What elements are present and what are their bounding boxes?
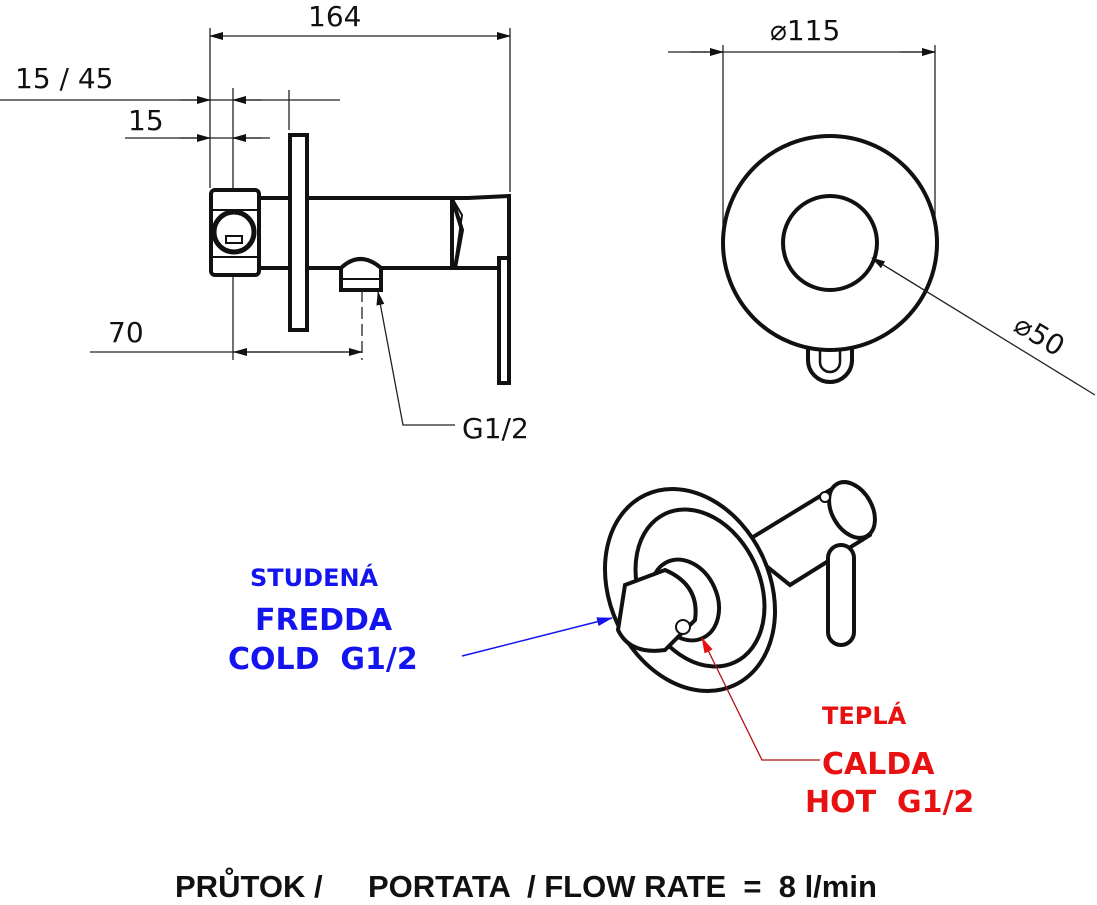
outlet-thread-label: G1/2 [462, 412, 529, 445]
dim-70: 70 [108, 316, 144, 349]
cold-label-cz: STUDENÁ [250, 563, 379, 592]
dim-15-45: 15 / 45 [15, 62, 114, 95]
flow-rate-label-cz: PRŮTOK / [175, 866, 323, 904]
cold-label-en: COLD G1/2 [228, 642, 418, 677]
flow-rate-label: PORTATA / FLOW RATE = 8 l/min [368, 869, 877, 904]
isometric-view [602, 480, 877, 693]
hot-label-it: CALDA [822, 747, 935, 782]
cold-label-it: FREDDA [255, 603, 393, 638]
dim-164: 164 [308, 0, 361, 33]
side-view: 164 15 / 45 15 70 G1/2 [0, 0, 529, 445]
front-view: ⌀115 ⌀50 [668, 14, 1096, 396]
hot-leader [701, 637, 820, 761]
cold-leader [461, 617, 613, 657]
hot-label-en: HOT G1/2 [805, 785, 974, 820]
dim-plate-diameter: ⌀115 [770, 14, 840, 47]
hot-label-cz: TEPLÁ [822, 701, 907, 730]
dim-15: 15 [128, 104, 164, 137]
dim-knob-diameter: ⌀50 [1008, 308, 1070, 363]
